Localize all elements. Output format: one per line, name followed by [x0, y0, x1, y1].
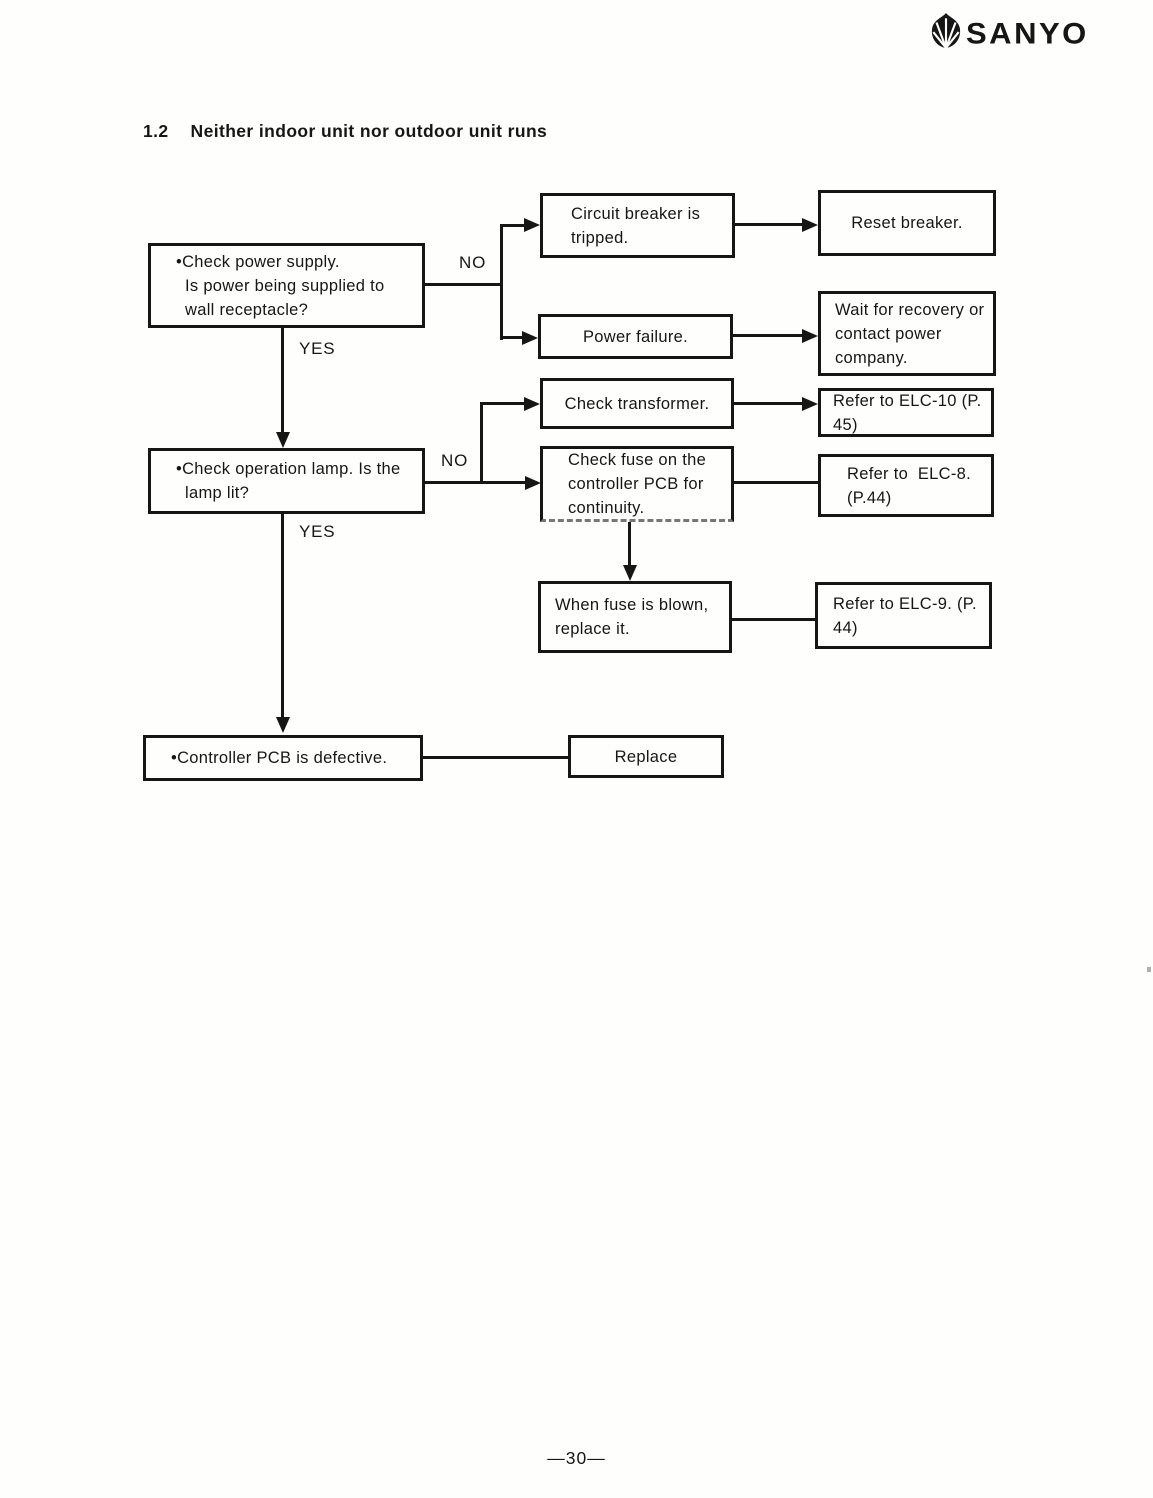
branch-label-yes-power: YES — [299, 339, 336, 358]
box-text: Circuit breaker is tripped. — [571, 204, 701, 247]
arrowhead-elc10 — [802, 397, 818, 411]
connector-power-yes — [281, 328, 284, 434]
flowchart-box-when-fuse-blown: When fuse is blown, replace it. — [538, 581, 732, 653]
box-text: •Controller PCB is defective. — [171, 749, 388, 767]
box-text: When fuse is blown, replace it. — [555, 596, 709, 638]
flowchart-box-check-transformer: Check transformer. — [540, 378, 734, 429]
box-text: Wait for recovery or contact power compa… — [835, 300, 985, 367]
arrowhead-reset-breaker — [802, 218, 818, 232]
connector-to-transformer — [480, 402, 526, 405]
connector-wait-recovery — [732, 334, 804, 337]
flowchart-box-reset-breaker: Reset breaker. — [818, 190, 996, 256]
connector-lamp-no-branch — [480, 402, 483, 484]
box-text: Reset breaker. — [851, 214, 963, 232]
flowchart-box-check-power-supply: •Check power supply. Is power being supp… — [148, 243, 425, 328]
box-text: Replace — [614, 747, 678, 766]
connector-fuse-down — [628, 522, 631, 567]
arrowhead-check-fuse — [525, 476, 541, 490]
sanyo-logo: SANYO — [930, 13, 1089, 54]
connector-elc9 — [730, 618, 815, 621]
flowchart-box-controller-pcb-defective: •Controller PCB is defective. — [143, 735, 423, 781]
arrowhead-wait-recovery — [802, 329, 818, 343]
flowchart-box-check-fuse: Check fuse on the controller PCB for con… — [540, 446, 734, 522]
box-text: Check fuse on the controller PCB for con… — [568, 451, 707, 517]
flowchart-box-power-failure: Power failure. — [538, 314, 733, 359]
section-title: 1.2 Neither indoor unit nor outdoor unit… — [143, 121, 547, 142]
box-text: •Check power supply. Is power being supp… — [176, 252, 385, 319]
box-text: Power failure. — [582, 327, 689, 346]
connector-lamp-no — [425, 481, 527, 484]
scan-speck — [1147, 967, 1151, 972]
section-number: 1.2 — [143, 121, 169, 141]
box-text: Refer to ELC-8. (P.44) — [847, 464, 972, 507]
connector-power-no — [425, 283, 503, 286]
arrowhead-controller-pcb — [276, 717, 290, 733]
branch-label-no-power: NO — [459, 253, 487, 272]
arrowhead-check-transformer — [524, 397, 540, 411]
connector-to-circuit-breaker — [500, 224, 526, 227]
sanyo-emblem-icon — [930, 13, 962, 54]
flowchart-box-refer-elc8: Refer to ELC-8. (P.44) — [818, 454, 994, 517]
flowchart-box-wait-recovery: Wait for recovery or contact power compa… — [818, 291, 996, 376]
arrowhead-power-failure — [522, 331, 538, 345]
arrowhead-when-fuse-blown — [623, 565, 637, 581]
section-heading: Neither indoor unit nor outdoor unit run… — [190, 121, 548, 141]
flowchart-box-refer-elc10: Refer to ELC-10 (P. 45) — [818, 388, 994, 437]
box-text: Refer to ELC-9. (P. 44) — [833, 594, 977, 637]
box-text: Check transformer. — [564, 394, 710, 413]
connector-replace — [423, 756, 568, 759]
brand-name: SANYO — [966, 16, 1089, 50]
page-number: —30— — [547, 1448, 606, 1468]
box-text: •Check operation lamp. Is the lamp lit? — [176, 460, 401, 502]
connector-power-no-branch — [500, 224, 503, 340]
connector-elc10 — [733, 402, 804, 405]
connector-elc8 — [733, 481, 818, 484]
arrowhead-operation-lamp — [276, 432, 290, 448]
branch-label-no-lamp: NO — [441, 451, 469, 470]
arrowhead-circuit-breaker — [524, 218, 540, 232]
connector-to-power-failure — [500, 336, 524, 339]
branch-label-yes-lamp: YES — [299, 522, 336, 541]
connector-lamp-yes — [281, 514, 284, 719]
connector-reset-breaker — [734, 223, 804, 226]
flowchart-box-circuit-breaker-tripped: Circuit breaker is tripped. — [540, 193, 735, 258]
flowchart-box-refer-elc9: Refer to ELC-9. (P. 44) — [815, 582, 992, 649]
flowchart-box-replace: Replace — [568, 735, 724, 778]
flowchart-box-check-operation-lamp: •Check operation lamp. Is the lamp lit? — [148, 448, 425, 514]
box-text: Refer to ELC-10 (P. 45) — [833, 391, 982, 434]
